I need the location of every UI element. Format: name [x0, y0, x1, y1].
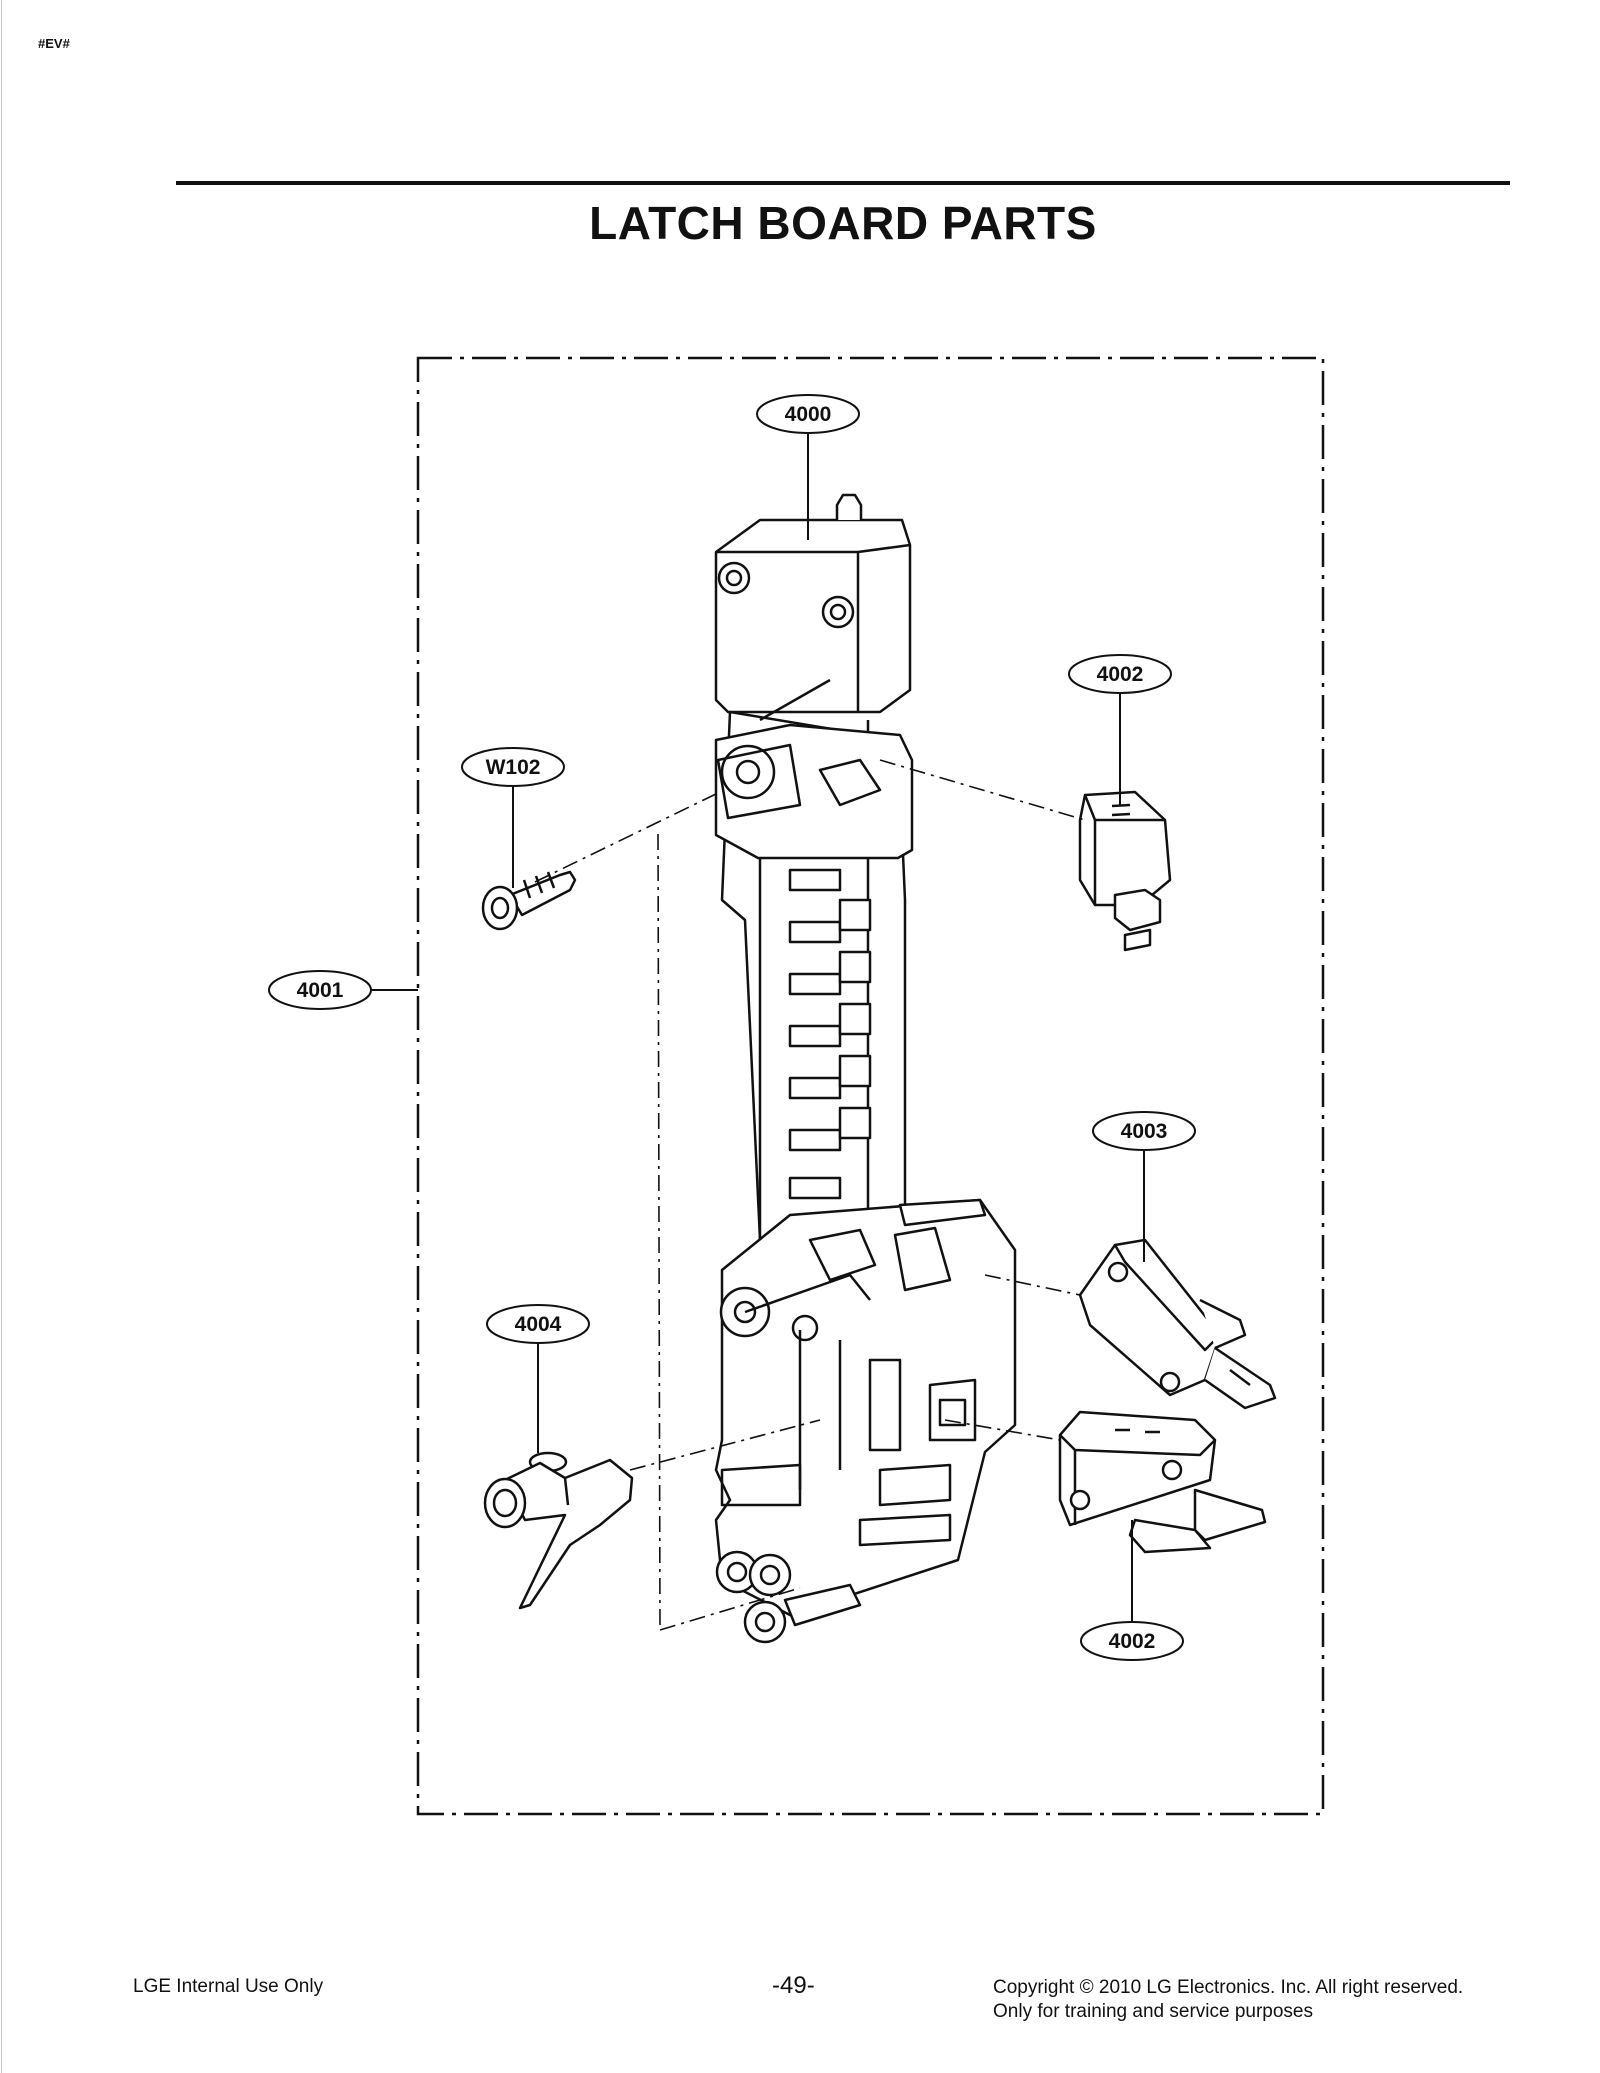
callout-4003: 4003 [1092, 1111, 1196, 1262]
callout-4003-label: 4003 [1121, 1120, 1168, 1143]
callout-4000: 4000 [756, 394, 860, 540]
title-rule [176, 181, 1510, 185]
footer-copyright-block: Copyright © 2010 LG Electronics. Inc. Al… [993, 1976, 1463, 2024]
callout-4002-upper-label: 4002 [1097, 663, 1144, 686]
callout-4001: 4001 [268, 970, 418, 1010]
callout-4000-label: 4000 [785, 403, 832, 426]
assembly-boundary [416, 356, 1325, 1816]
callout-4001-label: 4001 [297, 979, 344, 1002]
footer-page-number: -49- [772, 1972, 815, 1999]
footer-internal-use: LGE Internal Use Only [133, 1976, 324, 1997]
latch-board-part [714, 493, 1017, 1644]
micro-switch-4002-lower-part [1058, 1410, 1267, 1554]
exploded-view-lines [534, 759, 1086, 1631]
callout-4002-lower-label: 4002 [1109, 1630, 1156, 1653]
callout-w102-label: W102 [486, 756, 541, 779]
footer-notice: Only for training and service purposes [993, 2001, 1313, 2022]
callout-w102: W102 [461, 747, 565, 888]
callout-4004: 4004 [486, 1304, 590, 1453]
callout-4002-upper: 4002 [1068, 654, 1172, 805]
callout-4002-lower: 4002 [1080, 1520, 1184, 1661]
footer-copyright: Copyright © 2010 LG Electronics. Inc. Al… [993, 1977, 1464, 1998]
micro-switch-4002-upper-part [1078, 790, 1172, 952]
micro-switch-4003-part [1078, 1238, 1277, 1410]
screw-w102-part [481, 870, 577, 931]
page-title: LATCH BOARD PARTS [589, 197, 1097, 249]
callout-4004-label: 4004 [515, 1313, 562, 1336]
corner-mark: #EV# [38, 36, 70, 51]
cam-4004-part [483, 1451, 634, 1610]
page-edge [1, 0, 2, 2073]
